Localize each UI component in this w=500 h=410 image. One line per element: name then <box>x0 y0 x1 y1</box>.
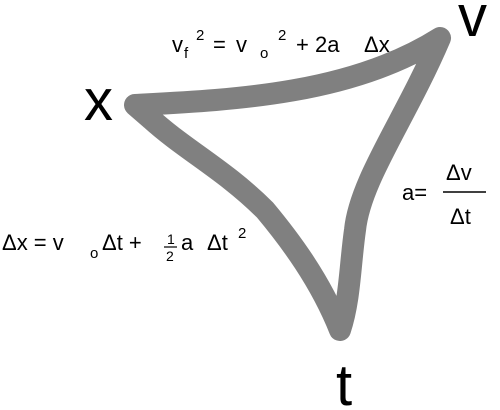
eq-right-num: Δv <box>446 160 472 185</box>
vertex-label-v: v <box>458 0 487 49</box>
eq-left-frac-num: 1 <box>167 231 175 247</box>
eq-left-mid: Δt + <box>102 230 142 255</box>
eq-top-sub-f: f <box>184 45 189 62</box>
triangle-outline <box>124 27 451 341</box>
eq-top-sup-2b: 2 <box>278 27 286 44</box>
eq-top-v2: v <box>236 32 247 57</box>
eq-top-rest: + 2a <box>296 32 340 57</box>
eq-top-v: v <box>172 32 183 57</box>
equation-right: a= Δv Δt <box>402 160 486 229</box>
eq-top-sup-2a: 2 <box>196 27 204 44</box>
eq-right-den: Δt <box>450 204 471 229</box>
eq-left-frac-den: 2 <box>166 248 174 264</box>
eq-top-dx: Δx <box>364 32 390 57</box>
eq-left-sub-o: o <box>90 245 98 262</box>
eq-right-lhs: a= <box>402 180 427 205</box>
vertex-label-x: x <box>84 68 113 133</box>
eq-left-lhs: Δx = v <box>2 230 64 255</box>
eq-top-sub-o: o <box>260 45 268 62</box>
eq-left-sup-2: 2 <box>238 225 246 242</box>
equation-left: Δx = v o Δt + 1 2 a Δt 2 <box>2 225 246 264</box>
equation-top: v f 2 = v o 2 + 2a Δx <box>172 27 390 62</box>
eq-left-a: a <box>181 230 194 255</box>
eq-top-equals: = <box>213 32 226 57</box>
eq-left-dt: Δt <box>207 230 228 255</box>
vertex-label-t: t <box>336 353 352 410</box>
